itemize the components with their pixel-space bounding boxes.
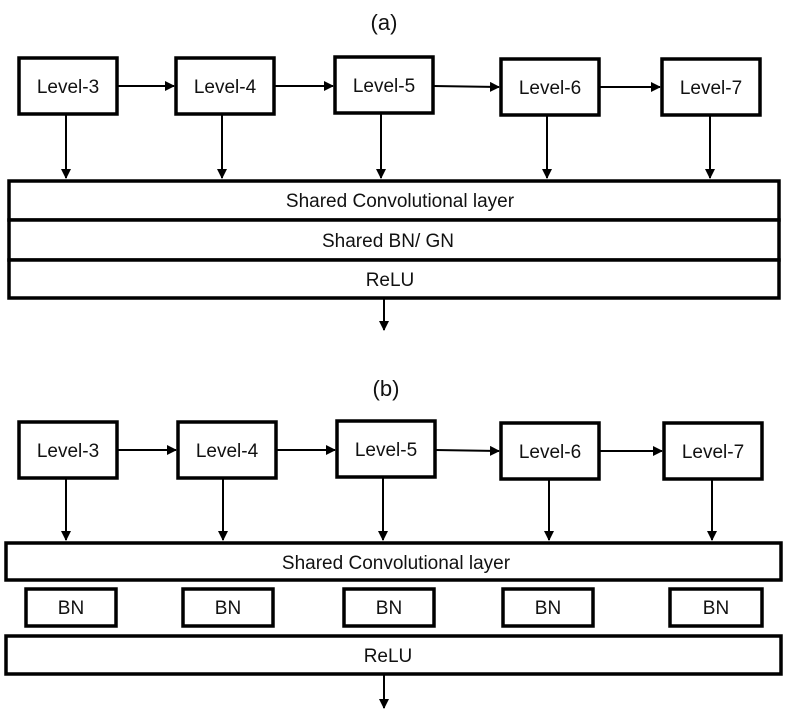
panel-b-level-3-label: Level-3: [37, 441, 99, 462]
panel-b-level-4-label: Level-4: [196, 441, 259, 462]
panel-b-conv-layer: Shared Convolutional layer: [4, 541, 783, 582]
panel-a-level-3-node: Level-3: [17, 56, 119, 116]
panel-a-level-4-node: Level-4: [174, 56, 276, 116]
panel-b-bn-label: BN: [703, 598, 729, 619]
panel-b-level-7-label: Level-7: [682, 442, 744, 463]
panel-b-bn-box: BN: [181, 587, 275, 628]
panel-b-level-6-label: Level-6: [519, 442, 581, 463]
panel-a-caption: (a): [371, 10, 398, 35]
panel-a-level-4-label: Level-4: [194, 77, 257, 98]
panel-b-relu-layer: ReLU: [4, 634, 783, 676]
panel-a-edge-l5-l6: [432, 81, 500, 92]
panel-a-level-6-label: Level-6: [519, 78, 581, 99]
panel-b-bn-label: BN: [58, 598, 84, 619]
panel-a-level-5-label: Level-5: [353, 76, 415, 97]
panel-a-relu-layer: ReLU: [7, 258, 781, 300]
panel-a-norm-layer: Shared BN/ GN: [7, 218, 781, 262]
panel-b-bn-box: BN: [342, 587, 436, 628]
panel-a-conv-layer: Shared Convolutional layer: [7, 179, 781, 222]
panel-b-bn-box: BN: [501, 587, 595, 628]
panel-b-bn-box: BN: [668, 587, 764, 628]
panel-b: (b) Level-3 Level-4 Level-5 Level-6 Leve…: [4, 376, 783, 709]
panel-b-bn-box: BN: [24, 587, 118, 628]
panel-a-level-5-node: Level-5: [333, 55, 435, 115]
panel-b-conv-layer-label: Shared Convolutional layer: [282, 553, 511, 574]
panel-b-bn-label: BN: [376, 598, 402, 619]
panel-a-norm-layer-label: Shared BN/ GN: [322, 231, 454, 252]
panel-b-bn-label: BN: [215, 598, 241, 619]
panel-a-conv-layer-label: Shared Convolutional layer: [286, 191, 515, 212]
panel-b-bn-label: BN: [535, 598, 561, 619]
panel-b-level-4-node: Level-4: [176, 420, 278, 480]
panel-a-relu-layer-label: ReLU: [366, 270, 415, 291]
panel-b-level-3-node: Level-3: [17, 420, 119, 480]
panel-b-level-7-node: Level-7: [662, 421, 764, 481]
panel-b-edge-l5-l6: [434, 445, 500, 456]
panel-b-caption: (b): [373, 376, 400, 401]
panel-b-level-5-node: Level-5: [335, 419, 437, 479]
panel-a-level-6-node: Level-6: [499, 57, 601, 117]
panel-a-level-3-label: Level-3: [37, 77, 99, 98]
panel-a-level-7-label: Level-7: [680, 78, 742, 99]
panel-b-level-6-node: Level-6: [499, 421, 601, 481]
panel-a: (a) Level-3 Level-4 Level-5 Level-6 Leve…: [7, 10, 781, 331]
panel-b-relu-layer-label: ReLU: [364, 646, 413, 667]
panel-a-level-7-node: Level-7: [660, 57, 762, 117]
panel-b-level-5-label: Level-5: [355, 440, 417, 461]
